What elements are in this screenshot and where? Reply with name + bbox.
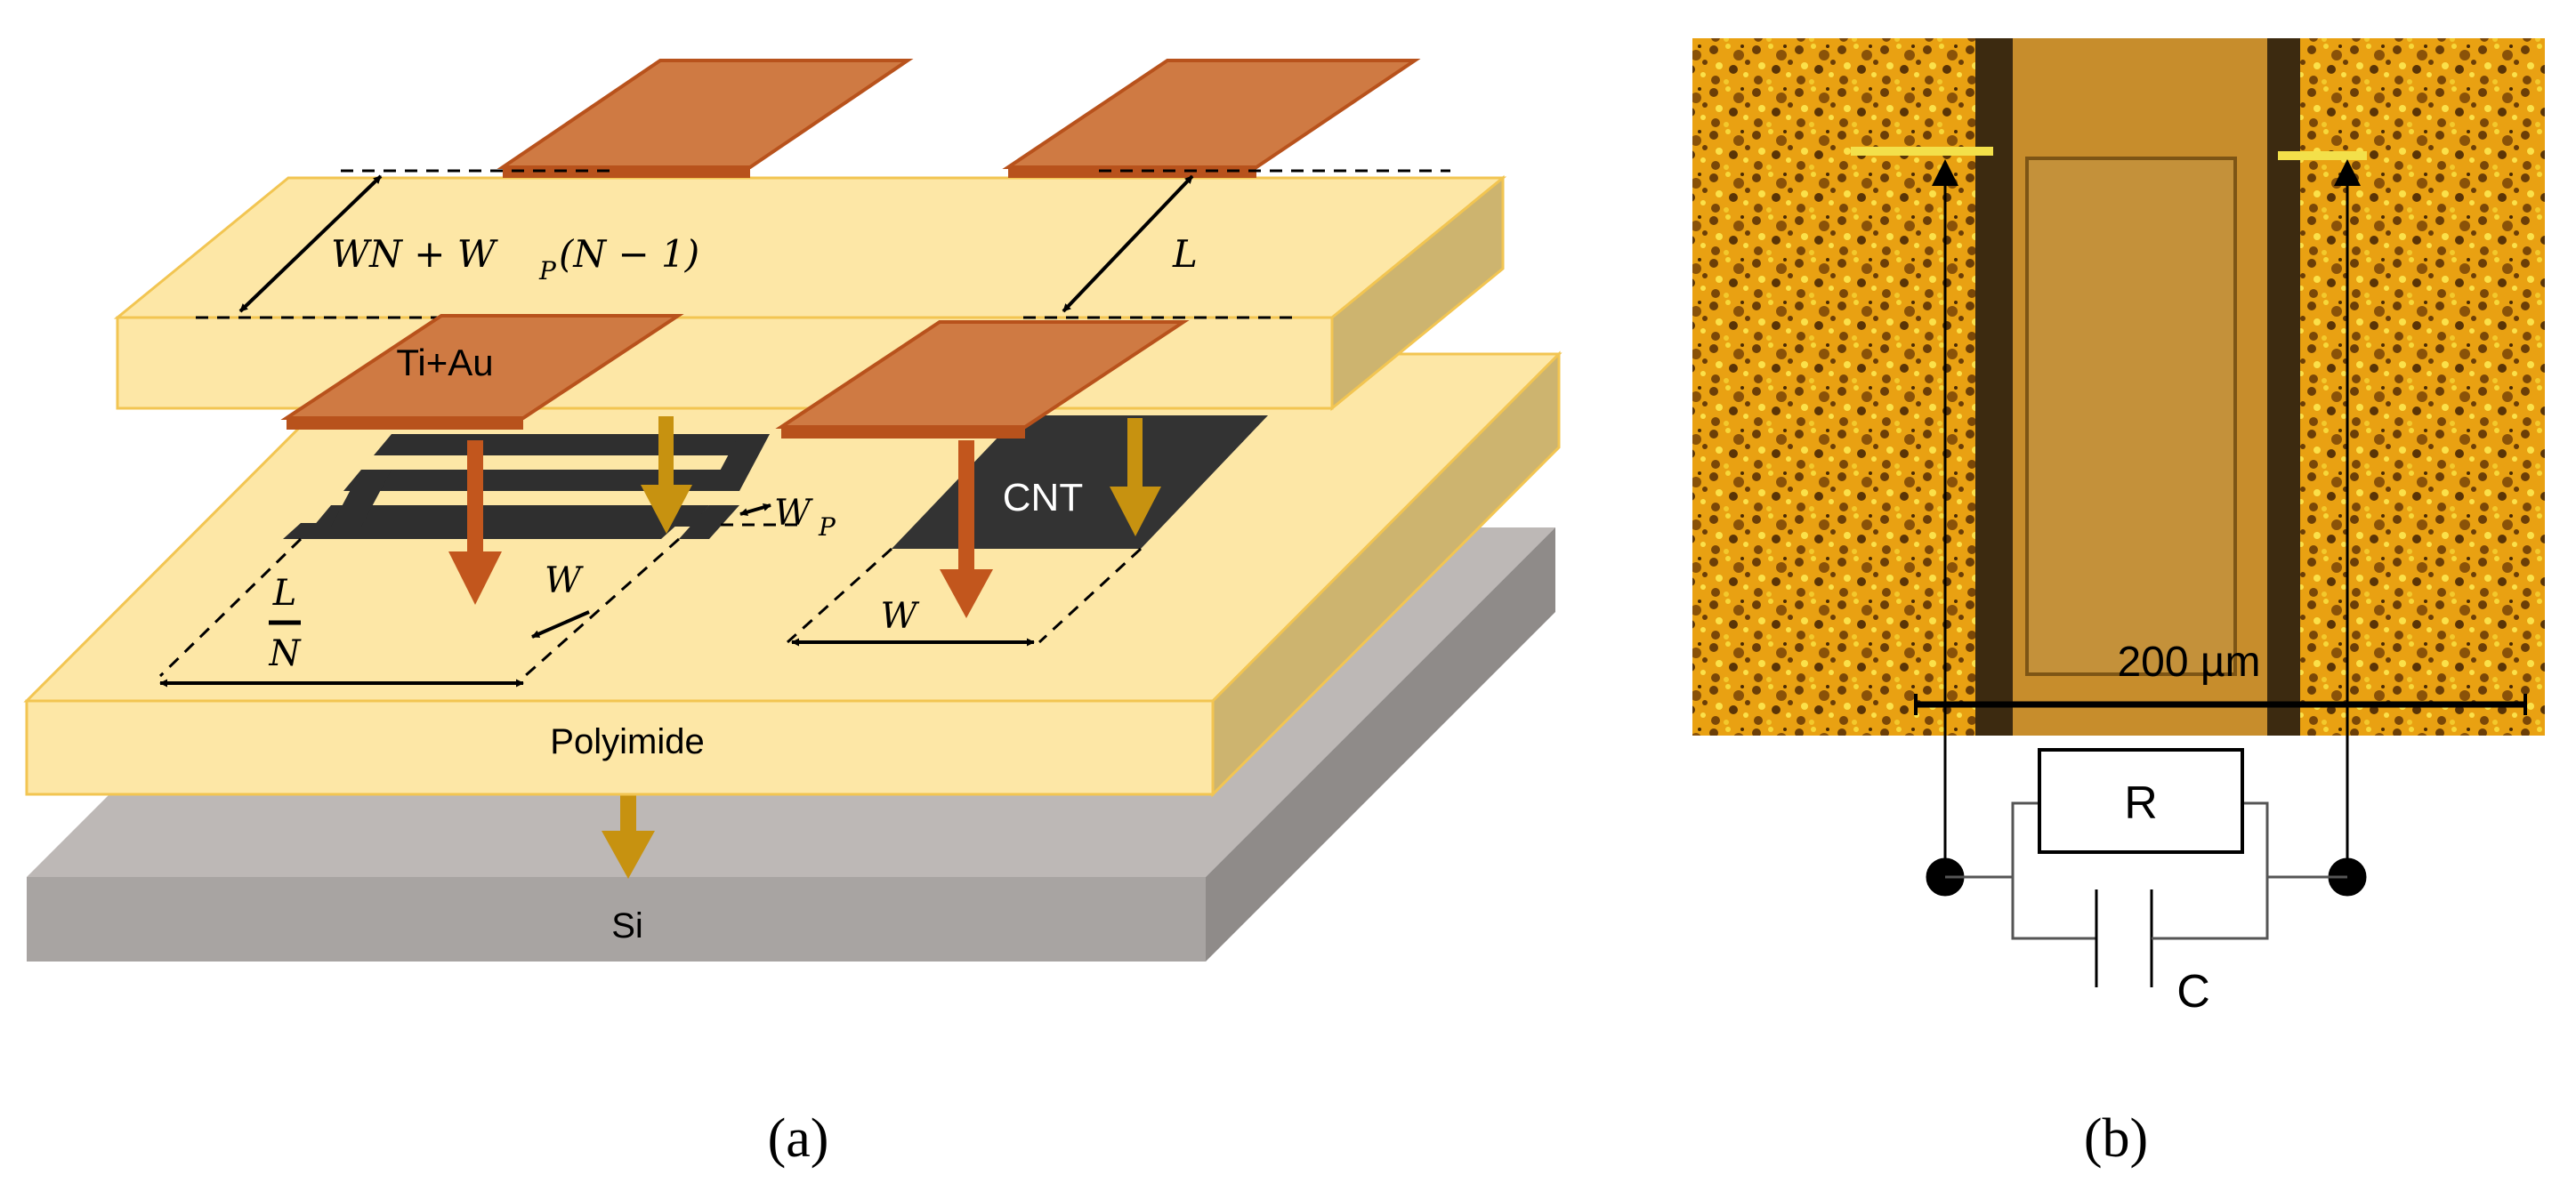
svg-text:W: W — [774, 493, 813, 534]
panel-b: 200 µm R C (b) — [1692, 38, 2545, 1169]
cnt-label: CNT — [1003, 476, 1083, 519]
svg-text:P: P — [818, 512, 836, 542]
polyimide-lower-front — [25, 699, 1215, 796]
capacitor-label: C — [2176, 966, 2210, 1018]
cnt-square: CNT — [892, 415, 1268, 549]
si-front-face — [27, 877, 1206, 962]
cnt-width-label: W — [880, 596, 919, 637]
micrograph-strip-inner — [2025, 157, 2237, 676]
upper-right-length-arrow — [1062, 174, 1194, 313]
pitch-label: W P — [774, 493, 836, 542]
heat-arrow-to-si — [602, 790, 655, 879]
upper-left-width-arrow — [238, 174, 383, 313]
resistor-box — [2038, 748, 2244, 854]
electrode-right — [775, 320, 1190, 439]
svg-text:N: N — [269, 633, 303, 674]
svg-text:L: L — [272, 573, 297, 614]
ti-au-label: Ti+Au — [396, 342, 493, 383]
micrograph-probe-right — [2278, 151, 2367, 160]
heat-arrow-gold-right — [1110, 418, 1161, 536]
upper-dashed-guides — [196, 169, 1450, 319]
pitch-arrow — [739, 503, 771, 517]
top-electrode-right — [1002, 59, 1421, 178]
meander-length-label: L N — [269, 573, 303, 674]
electrode-ti-au-left: Ti+Au — [280, 314, 684, 430]
svg-text:P: P — [538, 256, 557, 286]
upper-right-length-label: L — [1172, 232, 1198, 276]
caption-a: (a) — [768, 1108, 829, 1169]
micrograph — [1692, 38, 2545, 736]
meander-width-arrow — [531, 610, 590, 639]
svg-text:WN + W: WN + W — [331, 232, 499, 276]
polyimide-label: Polyimide — [550, 722, 704, 761]
meander-width-label: W — [545, 560, 584, 601]
si-side-face — [1206, 527, 1555, 962]
equivalent-circuit — [1926, 748, 2367, 987]
resistor-label: R — [2124, 777, 2158, 829]
caption-b: (b) — [2084, 1108, 2148, 1169]
polyimide-upper — [113, 174, 1507, 412]
si-label: Si — [611, 906, 643, 946]
lower-dashed-guides — [158, 523, 1143, 678]
upper-left-width-label: WN + W P (N − 1) — [331, 232, 699, 286]
panel-a: Si Polyimide CNT — [23, 59, 1563, 1169]
heat-arrow-copper-right — [940, 440, 993, 618]
scale-bar-label: 200 µm — [2117, 639, 2260, 686]
svg-text:(N − 1): (N − 1) — [559, 232, 699, 276]
heat-arrow-copper-left — [448, 440, 502, 605]
polyimide-upper-top — [113, 176, 1507, 319]
heat-arrow-gold-left — [641, 416, 692, 534]
top-electrode-left — [497, 59, 914, 178]
micrograph-probe-left — [1851, 147, 1993, 156]
